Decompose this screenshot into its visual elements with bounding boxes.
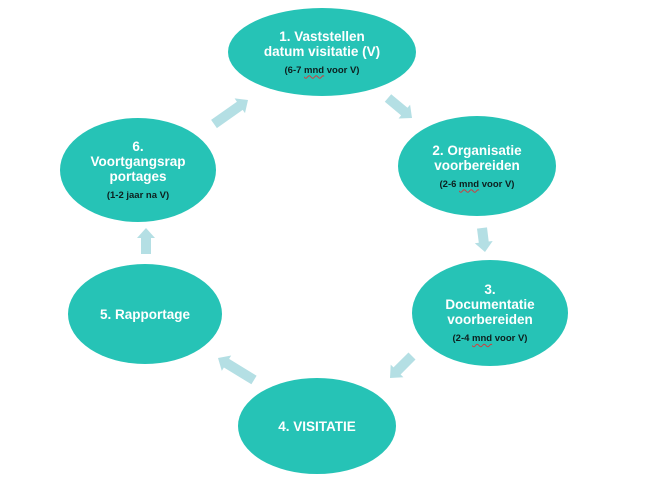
step-1-title: 1. Vaststellen datum visitatie (V) xyxy=(263,28,381,59)
step-2-timing: (2-6 mnd voor V) xyxy=(439,178,515,190)
step-3-node: 3. Documentatie voorbereiden (2-4 mnd vo… xyxy=(412,260,568,366)
arrow-6-to-1 xyxy=(211,98,248,129)
step-4-node: 4. VISITATIE xyxy=(238,378,396,474)
arrow-4-to-5 xyxy=(218,355,257,385)
step-4-title: 4. VISITATIE xyxy=(278,418,356,434)
step-5-node: 5. Rapportage xyxy=(68,264,222,364)
step-3-title: 3. Documentatie voorbereiden xyxy=(445,282,535,327)
step-6-timing: (1-2 jaar na V) xyxy=(106,190,170,201)
arrow-2-to-3 xyxy=(474,227,493,252)
arrow-3-to-4 xyxy=(390,352,416,378)
step-2-node: 2. Organisatie voorbereiden (2-6 mnd voo… xyxy=(398,116,556,216)
step-1-node: 1. Vaststellen datum visitatie (V) (6-7 … xyxy=(228,8,416,96)
step-2-title: 2. Organisatie voorbereiden xyxy=(432,142,522,173)
step-5-title: 5. Rapportage xyxy=(99,306,191,322)
arrow-5-to-6 xyxy=(137,228,155,254)
step-6-title: 6. Voortgangsrap portages xyxy=(90,139,186,184)
step-6-node: 6. Voortgangsrap portages (1-2 jaar na V… xyxy=(60,118,216,222)
step-1-timing: (6-7 mnd voor V) xyxy=(284,64,360,76)
arrow-1-to-2 xyxy=(384,94,412,119)
step-3-timing: (2-4 mnd voor V) xyxy=(452,333,528,344)
